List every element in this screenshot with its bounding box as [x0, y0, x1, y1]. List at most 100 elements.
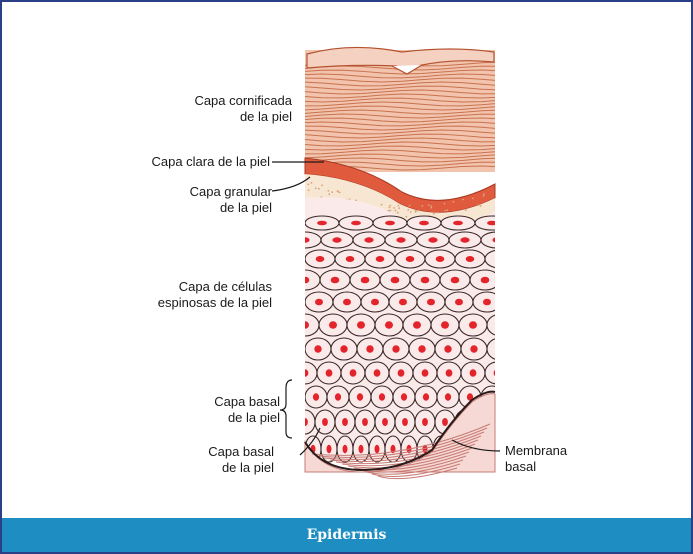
cell-nucleus	[470, 369, 477, 376]
granule	[407, 209, 409, 211]
stratum-lucidum-label-line1: Capa clara de la piel	[92, 154, 270, 170]
cell-nucleus	[421, 277, 430, 284]
granule	[410, 211, 412, 213]
cell-nucleus	[316, 256, 325, 262]
cell-nucleus	[428, 237, 437, 242]
granule	[321, 184, 323, 186]
cell-nucleus	[315, 299, 323, 306]
cell-nucleus	[314, 345, 321, 352]
cell-nucleus	[445, 393, 451, 400]
cell-nucleus	[492, 237, 501, 242]
cell-nucleus	[422, 418, 428, 426]
cell-nucleus	[441, 321, 449, 328]
cell-nucleus	[332, 237, 341, 242]
cell-nucleus	[385, 321, 393, 328]
keratinocyte	[481, 232, 513, 248]
cell-nucleus	[327, 445, 332, 454]
cell-nucleus	[502, 418, 508, 426]
keratinocyte	[487, 338, 513, 360]
cell-nucleus	[541, 277, 550, 284]
granule	[409, 205, 411, 207]
keratinocyte	[495, 410, 515, 434]
caption-bar: Epidermis	[2, 518, 691, 552]
cell-nucleus	[413, 321, 421, 328]
keratinocyte	[485, 362, 509, 384]
cell-nucleus	[511, 277, 520, 284]
granule	[437, 212, 439, 214]
cell-nucleus	[343, 445, 348, 454]
epidermis-illustration	[2, 2, 691, 516]
cell-nucleus	[521, 221, 531, 226]
granule	[444, 210, 446, 212]
granule	[389, 205, 391, 207]
granule	[444, 203, 446, 205]
stratum-spinosum-label-line2: espinosas de la piel	[94, 295, 272, 311]
keratinocyte	[277, 292, 305, 312]
granule	[430, 207, 432, 209]
stratum-basale-bracket-label: Capa basal de la piel	[102, 394, 280, 426]
stratum-basale-label-line2: de la piel	[96, 460, 274, 476]
cell-nucleus	[287, 299, 295, 306]
cell-nucleus	[392, 345, 399, 352]
cell-nucleus	[487, 221, 497, 226]
cell-nucleus	[481, 277, 490, 284]
cell-nucleus	[522, 345, 529, 352]
cell-nucleus	[396, 237, 405, 242]
cell-nucleus	[385, 221, 395, 226]
cell-nucleus	[376, 256, 385, 262]
cell-nucleus	[382, 418, 388, 426]
cell-nucleus	[442, 418, 448, 426]
stratum-spinosum-label-line1: Capa de células	[94, 279, 272, 295]
cell-nucleus	[362, 418, 368, 426]
cell-nucleus	[422, 369, 429, 376]
granule	[422, 205, 424, 207]
cell-nucleus	[496, 256, 505, 262]
cell-nucleus	[496, 345, 503, 352]
granule	[452, 201, 454, 203]
cell-nucleus	[343, 299, 351, 306]
granule	[415, 211, 417, 213]
granule	[307, 184, 309, 186]
keratinocyte	[513, 338, 539, 360]
granule	[483, 193, 485, 195]
cell-nucleus	[302, 418, 308, 426]
cell-nucleus	[286, 256, 295, 262]
granule	[315, 187, 317, 189]
cell-nucleus	[469, 321, 477, 328]
stratum-spinosum-label: Capa de células espinosas de la piel	[94, 279, 272, 311]
granule	[398, 205, 400, 207]
cell-nucleus	[398, 369, 405, 376]
stratum-spinosum	[271, 197, 560, 462]
cell-nucleus	[446, 369, 453, 376]
cell-nucleus	[291, 393, 297, 400]
cell-nucleus	[526, 256, 535, 262]
epidermis-diagram: Capa cornificada de la piel Capa clara d…	[2, 2, 691, 516]
cell-nucleus	[518, 369, 525, 376]
cell-nucleus	[419, 221, 429, 226]
cell-nucleus	[470, 345, 477, 352]
granule	[483, 195, 485, 197]
cell-nucleus	[375, 445, 380, 454]
keratinocyte	[513, 232, 545, 248]
keratinocyte	[271, 216, 305, 230]
cell-nucleus	[335, 393, 341, 400]
cell-nucleus	[302, 369, 309, 376]
granule	[331, 191, 333, 193]
granule	[480, 205, 482, 207]
cell-nucleus	[300, 237, 309, 242]
cell-nucleus	[453, 221, 463, 226]
cell-nucleus	[423, 393, 429, 400]
granule	[393, 207, 395, 209]
cell-nucleus	[401, 393, 407, 400]
cell-nucleus	[497, 321, 505, 328]
basement-membrane-label: Membrana basal	[505, 443, 625, 475]
stratum-corneum-label-line1: Capa cornificada	[114, 93, 292, 109]
granule	[381, 204, 383, 206]
granule	[389, 207, 391, 209]
cell-nucleus	[357, 321, 365, 328]
granule	[328, 190, 330, 192]
cell-nucleus	[511, 393, 517, 400]
stratum-corneum-label: Capa cornificada de la piel	[114, 93, 292, 125]
granule	[397, 212, 399, 214]
stratum-granulosum-label-line2: de la piel	[94, 200, 272, 216]
